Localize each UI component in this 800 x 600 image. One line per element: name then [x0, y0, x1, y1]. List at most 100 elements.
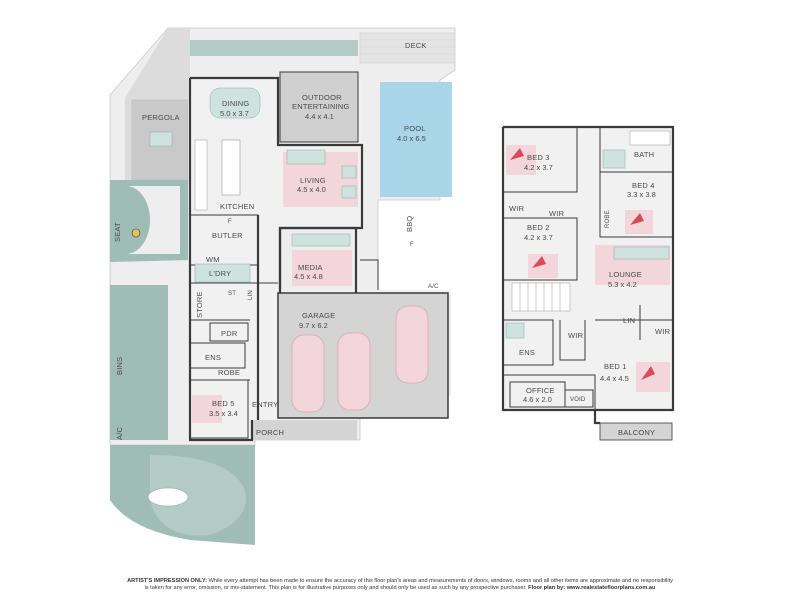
front-lawn-inner [150, 455, 246, 536]
garden-island [147, 487, 189, 507]
media-sofa [291, 233, 351, 247]
balcony-area [599, 422, 673, 441]
disclaimer-footer: ARTIST'S IMPRESSION ONLY: While every at… [40, 578, 760, 592]
dining-size: 5.0 x 3.7 [220, 109, 249, 118]
seat-label: SEAT [113, 222, 122, 242]
pergola-table [149, 131, 173, 147]
pool-size: 4.0 x 6.5 [397, 134, 426, 143]
garage-label: GARAGE [302, 311, 335, 320]
outdoor-size: 4.4 x 4.1 [305, 112, 334, 121]
garage-size: 9.7 x 6.2 [299, 321, 328, 330]
laundry-bench [194, 263, 251, 283]
bed2-label: BED 2 [527, 223, 550, 232]
robe-label: ROBE [218, 368, 240, 377]
car-1 [291, 334, 325, 413]
bed5-bed [192, 395, 222, 423]
ens-upper-label: ENS [519, 348, 535, 357]
outdoor-entertaining-area [279, 71, 359, 143]
lounge-sofa [613, 246, 670, 260]
outdoor-label-line1: OUTDOOR [302, 93, 342, 102]
pergola-label: PERGOLA [142, 113, 180, 122]
car-2 [337, 332, 371, 411]
ground-walls-partitions [190, 259, 379, 381]
office-label: OFFICE [526, 386, 555, 395]
bed3-label: BED 3 [527, 153, 550, 162]
lounge-size: 5.3 x 4.2 [608, 280, 637, 289]
seat-marker [131, 228, 141, 238]
ac-label-2: A/C [115, 427, 124, 440]
outdoor-label-line2: ENTERTAINING [292, 102, 350, 111]
porch-label: PORCH [256, 428, 284, 437]
bed4-size: 3.3 x 3.8 [627, 190, 656, 199]
living-chair-2 [341, 185, 357, 199]
bed4-label: BED 4 [632, 181, 655, 190]
upper-walls-inner [503, 127, 673, 410]
void-label: VOID [570, 397, 586, 403]
lounge-label: LOUNGE [609, 270, 642, 279]
powder-room [209, 322, 249, 342]
bath-label: BATH [634, 150, 654, 159]
kitchen-bench [194, 139, 208, 211]
garden-strip-top [188, 40, 358, 56]
pool-label: POOL [404, 124, 426, 133]
living-label: LIVING [300, 176, 326, 185]
void-area [564, 389, 594, 408]
credit-url[interactable]: www.realestatefloorplans.com.au [565, 585, 656, 591]
bed2-accent [532, 256, 546, 268]
upper-walls-outer [501, 125, 675, 425]
deck-boards [360, 39, 455, 55]
disclaimer-bold: ARTIST'S IMPRESSION ONLY: [127, 578, 208, 584]
ac-label: A/C [428, 284, 439, 290]
bed3-accent [510, 148, 524, 160]
fridge-mark: F [228, 219, 232, 225]
robe-label-upper: ROBE [605, 210, 611, 228]
office-size: 4.6 x 2.0 [523, 395, 552, 404]
wir1-label: WIR [509, 204, 525, 213]
media-size: 4.5 x 4.8 [294, 272, 323, 281]
bathtub [629, 130, 671, 146]
bbq-f-label: F [410, 242, 414, 248]
dining-table [209, 87, 261, 119]
ground-walls-north [190, 76, 364, 290]
bed1-label: BED 1 [604, 362, 627, 371]
deck-area [359, 32, 456, 64]
bed2-size: 4.2 x 3.7 [524, 233, 553, 242]
bed5-label: BED 5 [212, 399, 235, 408]
wir3-label: WIR [568, 331, 584, 340]
deck-label: DECK [405, 41, 427, 50]
bed1-accent [641, 366, 655, 380]
ens-shower [505, 322, 525, 339]
butler-label: BUTLER [212, 231, 243, 240]
bed5-size: 3.5 x 3.4 [209, 409, 238, 418]
bed1-bed [636, 362, 670, 392]
pool-area [380, 82, 452, 197]
ground-floor: DECK PERGOLA SEAT BINS A/C POOL 4.0 x 6.… [109, 27, 456, 545]
upper-floor: BED 3 4.2 x 3.7 BATH BED 4 3.3 x 3.8 ROB… [501, 125, 675, 441]
ldry-label: L'DRY [209, 269, 231, 278]
store-label: STORE [195, 291, 204, 318]
wm-label: WM [206, 255, 220, 264]
bins-label: BINS [115, 357, 124, 375]
upper-stairs [511, 282, 571, 312]
ground-walls-west [188, 78, 254, 442]
wir4-label: WIR [655, 327, 671, 336]
bed1-size: 4.4 x 4.5 [600, 374, 629, 383]
living-size: 4.5 x 4.0 [297, 185, 326, 194]
living-chair-1 [341, 165, 357, 179]
credit-bold: Floor plan by: [526, 585, 566, 591]
ens-label: ENS [205, 353, 221, 362]
disclaimer-line1: While every attempt has been made to ens… [207, 578, 673, 584]
kitchen-island [221, 139, 241, 196]
living-sofa [286, 149, 326, 165]
balcony-label: BALCONY [618, 428, 655, 437]
media-rug [292, 250, 352, 286]
bed3-size: 4.2 x 3.7 [524, 163, 553, 172]
bed2-bed [528, 254, 558, 278]
side-lawn [110, 285, 168, 440]
ln-label: LIN [248, 290, 254, 300]
bath-shower [602, 149, 626, 169]
wir2-label: WIR [549, 209, 565, 218]
bed4-accent [630, 213, 644, 225]
garden-bed [126, 186, 180, 254]
